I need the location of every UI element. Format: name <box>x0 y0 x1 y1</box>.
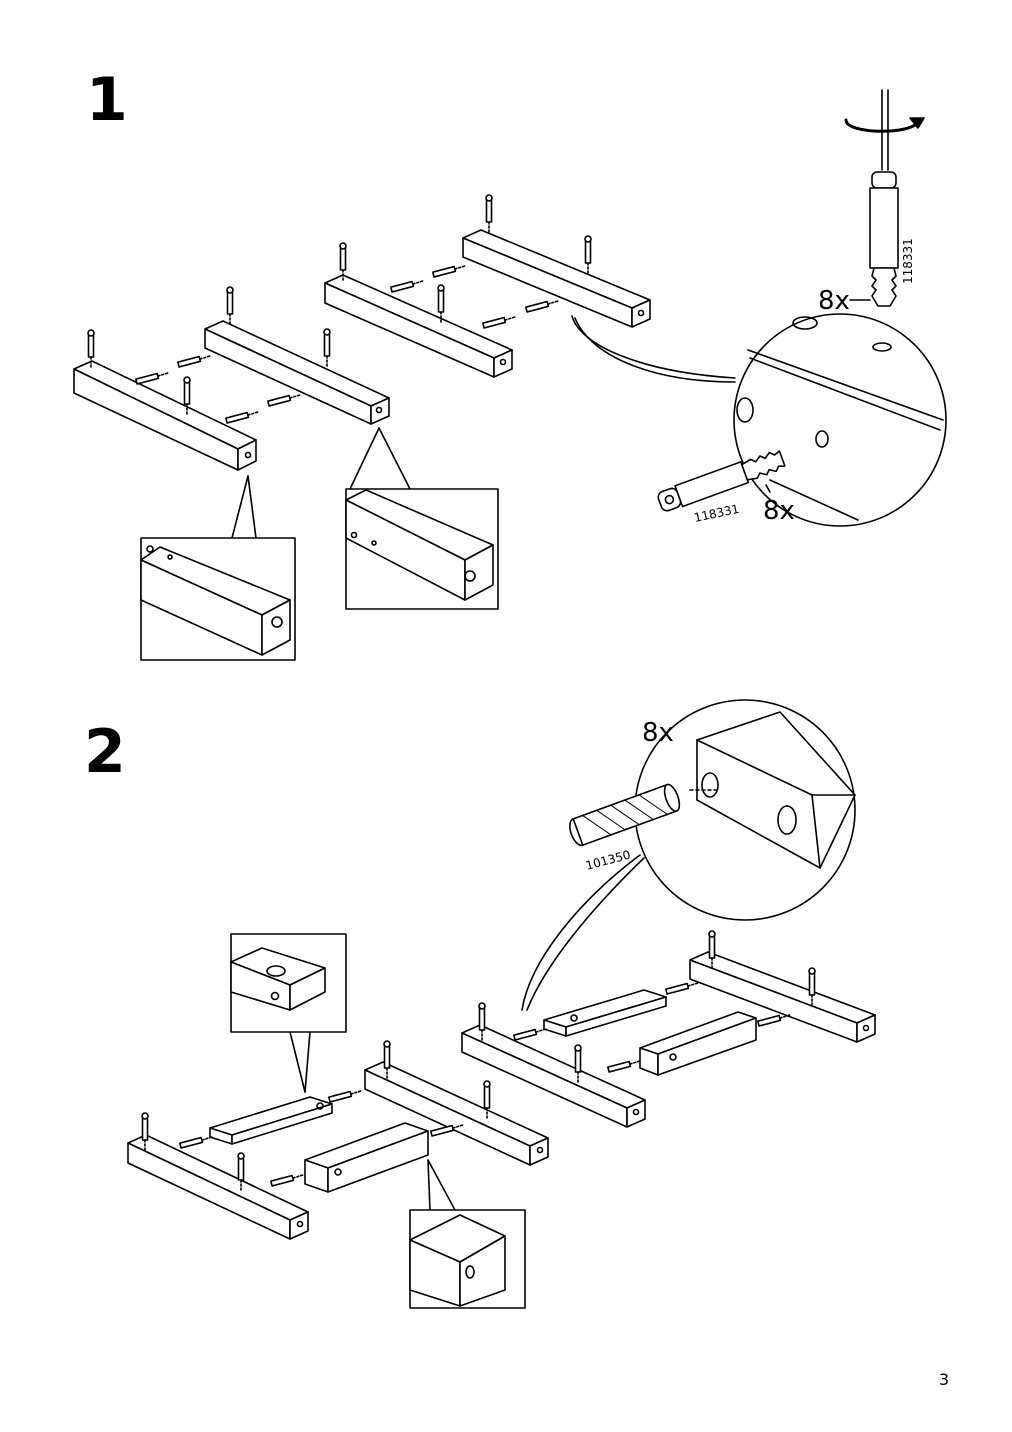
step-1-part-number-top: 118331 <box>901 238 915 284</box>
detail-box-3 <box>230 933 347 1093</box>
detail-box-2 <box>345 427 499 610</box>
dowel-magnifier <box>521 699 856 1011</box>
step-2-number: 2 <box>84 717 126 787</box>
page-number: 3 <box>938 1370 949 1389</box>
rail-short-1 <box>209 1096 333 1145</box>
block-2 <box>639 1011 757 1076</box>
step-1-quantity-top: 8x <box>818 286 850 316</box>
rail-long-2 <box>364 1061 549 1166</box>
step-2-part-number: 101350 <box>584 848 632 873</box>
rail-c <box>324 274 513 378</box>
block-1 <box>304 1122 429 1193</box>
step-2-quantity: 8x <box>642 718 674 748</box>
step-1-quantity-bottom: 8x <box>763 496 795 526</box>
rail-short-2 <box>543 989 667 1037</box>
step-2-illustration: 8x 101350 <box>127 699 876 1309</box>
rail-long-4 <box>689 951 876 1043</box>
rail-b <box>204 320 390 425</box>
rail-long-1 <box>127 1134 309 1240</box>
cam-bolt-magnifier <box>571 89 947 527</box>
step-1-part-number-bottom: 118331 <box>693 502 741 525</box>
detail-box-1 <box>140 475 296 661</box>
step-1-number: 1 <box>86 65 128 135</box>
rail-d <box>462 229 651 328</box>
detail-box-4 <box>409 1159 526 1309</box>
rail-long-3 <box>461 1024 646 1128</box>
rail-a <box>73 360 257 471</box>
step-1-illustration: 8x 8x 118331 118331 <box>73 89 947 661</box>
